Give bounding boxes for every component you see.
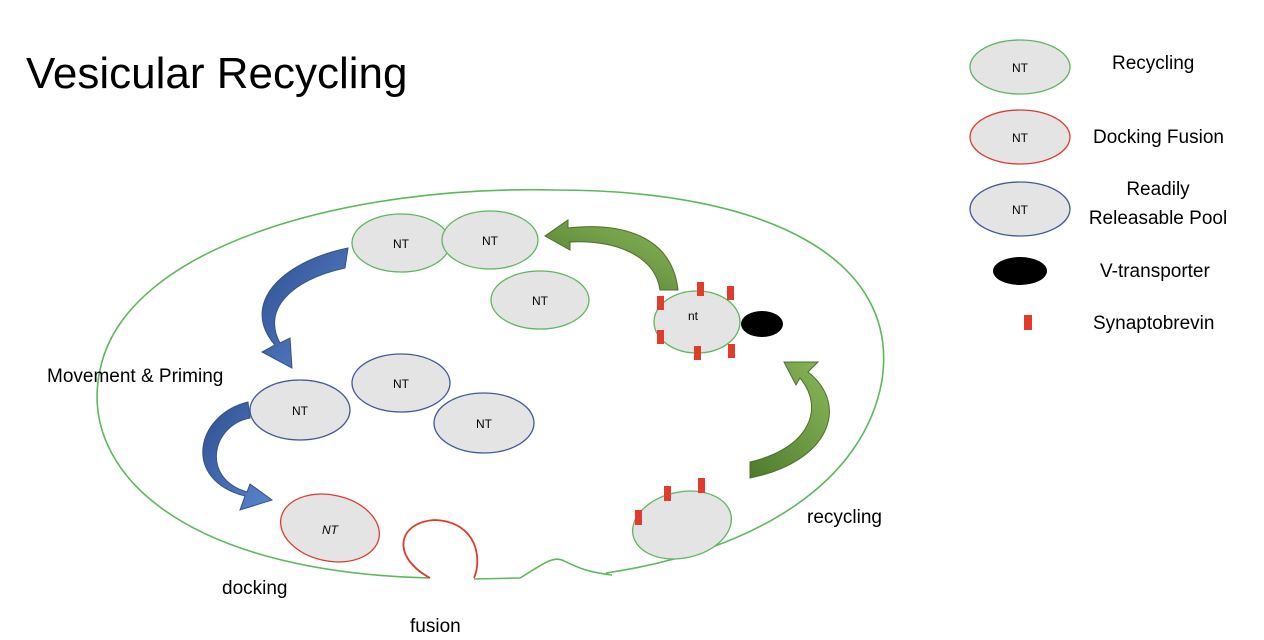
synaptobrevin-marker [697, 282, 704, 296]
synaptobrevin-marker [728, 344, 735, 358]
synaptobrevin-icon [1024, 315, 1032, 330]
rrp-vesicle-1: NT [351, 353, 451, 413]
recycling-vesicle-2: NT [441, 210, 539, 270]
svg-text:Synaptobrevin: Synaptobrevin [1093, 313, 1214, 334]
movement-priming-label: Movement & Priming [47, 366, 223, 387]
synaptobrevin-marker [694, 346, 701, 360]
synaptobrevin-marker [657, 330, 664, 344]
svg-text:NT: NT [393, 377, 410, 391]
svg-text:V-transporter: V-transporter [1100, 261, 1210, 282]
synaptobrevin-marker [727, 286, 734, 300]
movement-arrow-upper [260, 247, 349, 369]
membrane-bump [473, 558, 613, 580]
svg-text:NT: NT [1012, 61, 1029, 75]
svg-text:NT: NT [292, 404, 309, 418]
svg-text:NT: NT [482, 234, 499, 248]
rrp-vesicle-3: NT [433, 392, 535, 454]
svg-text:Releasable Pool: Releasable Pool [1089, 208, 1227, 229]
legend-recycling: NT Recycling [969, 39, 1194, 95]
legend-docking-fusion: NT Docking Fusion [969, 109, 1224, 165]
svg-text:NT: NT [532, 294, 549, 308]
fusion-label: fusion [410, 616, 461, 637]
v-transporter [741, 311, 783, 337]
recycling-arrow-lower [749, 361, 830, 479]
svg-text:NT: NT [1012, 203, 1029, 217]
legend-v-transporter: V-transporter [993, 257, 1210, 285]
synaptobrevin-marker [664, 486, 671, 501]
legend: NT Recycling NT Docking Fusion NT Readil… [969, 39, 1227, 334]
movement-arrow-lower [202, 401, 274, 511]
recycled-vesicle-nt: nt [653, 282, 741, 360]
fusion-pore [402, 519, 479, 579]
endocytosed-vesicle [631, 478, 733, 560]
svg-text:Readily: Readily [1126, 179, 1190, 200]
svg-text:Docking Fusion: Docking Fusion [1093, 127, 1224, 148]
page-title: Vesicular Recycling [26, 49, 408, 98]
synaptobrevin-marker [635, 510, 642, 525]
synaptobrevin-marker [657, 296, 664, 310]
svg-text:Recycling: Recycling [1112, 53, 1194, 74]
docking-vesicle: NT [279, 493, 381, 563]
docking-label: docking [222, 578, 288, 599]
legend-readily-releasable-pool: NT Readily Releasable Pool [969, 179, 1227, 237]
synaptobrevin-marker [698, 478, 705, 493]
recycling-vesicle-3: NT [490, 270, 590, 330]
rrp-vesicle-2: NT [249, 379, 351, 441]
legend-synaptobrevin: Synaptobrevin [1024, 313, 1214, 334]
svg-text:nt: nt [688, 309, 699, 323]
svg-text:NT: NT [1012, 131, 1029, 145]
svg-text:NT: NT [476, 417, 493, 431]
svg-text:NT: NT [393, 237, 410, 251]
recycling-arrow-upper [544, 219, 679, 291]
presynaptic-membrane [96, 188, 885, 579]
recycling-vesicle-1: NT [351, 213, 451, 273]
svg-text:NT: NT [322, 523, 340, 537]
recycling-label: recycling [807, 507, 882, 528]
